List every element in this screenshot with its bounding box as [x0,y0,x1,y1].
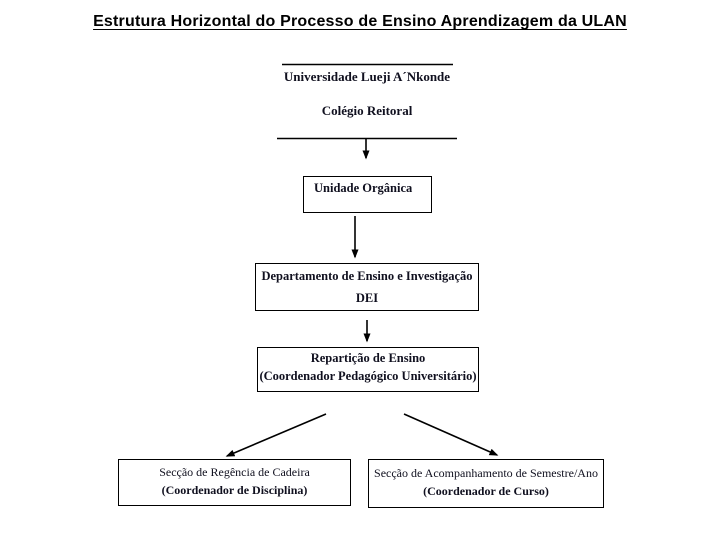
node-sublabel: (Coordenador de Disciplina) [161,483,308,497]
node-label: Secção de Regência de Cadeira [159,465,310,479]
arrow-diagonal-right-icon [403,413,499,456]
node-seccao-acompanhamento-semestre: Secção de Acompanhamento de Semestre/Ano… [368,459,604,508]
node-label: Repartição de Ensino [310,351,426,365]
node-sublabel: (Coordenador Pedagógico Universitário) [259,369,477,383]
node-seccao-regencia-cadeira: Secção de Regência de Cadeira (Coordenad… [118,459,351,506]
node-departamento-ensino-investigacao: Departamento de Ensino e Investigação DE… [255,263,479,311]
label-colegio-reitoral: Colégio Reitoral [321,103,413,118]
node-label: Secção de Acompanhamento de Semestre/Ano [374,466,598,480]
node-label: Departamento de Ensino e Investigação [261,269,473,283]
node-sublabel: DEI [355,291,379,305]
label-universidade: Universidade Lueji A´Nkonde [283,69,451,84]
node-unidade-organica: Unidade Orgânica [303,176,432,213]
node-sublabel: (Coordenador de Curso) [423,484,549,498]
page-title: Estrutura Horizontal do Processo de Ensi… [93,13,627,30]
node-label: Unidade Orgânica [314,181,413,195]
node-reparticao-ensino: Repartição de Ensino (Coordenador Pedagó… [257,347,479,392]
arrow-diagonal-left-icon [225,413,327,457]
